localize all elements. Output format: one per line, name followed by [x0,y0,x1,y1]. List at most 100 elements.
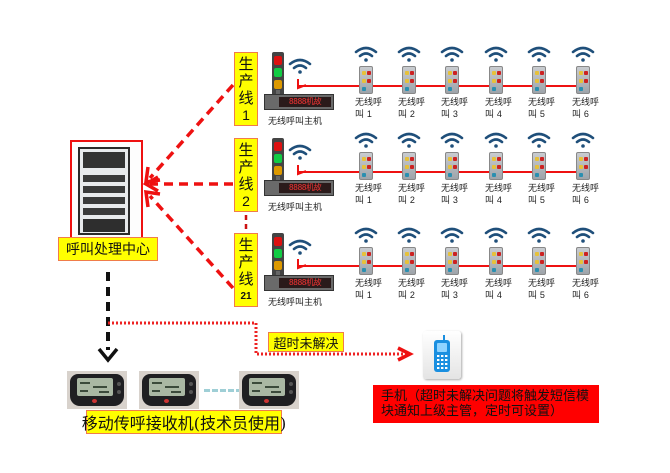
timeout-label: 超时未解决 [268,332,344,352]
line-label-char: 产 [238,72,254,90]
call-point-caption-line1: 无线呼 [485,279,513,289]
arrowhead-line1 [143,166,161,185]
call-point-caption-line1: 无线呼 [528,184,556,194]
call-point-caption-line2: 叫 [572,291,582,301]
call-point-caption-line1: 无线呼 [355,184,383,194]
call-point-number: 5 [539,290,545,300]
call-point-caption-line2: 叫 [485,196,495,206]
sms-description-line1: 手机（超时未解决问题将触发短信模 [381,389,590,404]
call-point-caption-line1: 无线呼 [528,279,556,289]
call-point-number: 1 [366,195,372,205]
wifi-icon [288,239,312,255]
call-point-number: 1 [366,290,372,300]
host-display: 8888机故 [279,97,331,107]
call-point-caption-line2: 叫 [485,110,495,120]
wireless-call-button-unit [532,66,546,94]
mobile-phone-tile [423,331,461,379]
wifi-icon [571,132,595,148]
call-point-number: 4 [496,195,502,205]
call-center-label: 呼叫处理中心 [58,237,158,261]
wireless-call-button-unit [576,247,590,275]
host-display: 8888机故 [279,278,331,288]
call-point-number: 2 [409,290,415,300]
call-point-caption: 无线呼叫 6 [572,98,608,121]
mobile-phone-icon [434,335,450,372]
call-point-caption-line2: 叫 [355,110,365,120]
line-label-char: 生 [238,55,254,73]
call-point-caption: 无线呼叫 2 [398,279,434,302]
wireless-call-button-unit [445,247,459,275]
pager-device [67,371,127,409]
wifi-icon [484,46,508,62]
line-label-char: 产 [238,253,254,271]
call-point-number: 4 [496,290,502,300]
call-point-caption-line1: 无线呼 [441,98,469,108]
wireless-call-button-unit [445,66,459,94]
call-point-number: 3 [452,290,458,300]
wireless-call-button-unit [532,152,546,180]
call-point-caption-line1: 无线呼 [572,279,600,289]
call-point-caption: 无线呼叫 1 [355,184,391,207]
wifi-icon [354,46,378,62]
call-point-caption-line1: 无线呼 [485,98,513,108]
call-point-caption-line2: 叫 [528,291,538,301]
call-point-caption-line1: 无线呼 [441,279,469,289]
server-rack-icon [78,147,130,235]
call-point-caption-line2: 叫 [355,291,365,301]
call-point-caption-line2: 叫 [355,196,365,206]
host-caption: 无线呼叫主机 [268,298,323,308]
sms-notification-box: 手机（超时未解决问题将触发短信模 块通知上级主管，定时可设置） [373,385,599,423]
line-label-char: 线 [238,175,254,193]
arrowhead-line2 [142,175,159,193]
call-point-caption-line1: 无线呼 [398,184,426,194]
wireless-call-button-unit [402,152,416,180]
call-point-number: 3 [452,195,458,205]
call-point-caption: 无线呼叫 3 [441,279,477,302]
call-point-caption-line2: 叫 [572,196,582,206]
call-point-caption: 无线呼叫 6 [572,184,608,207]
call-point-caption-line1: 无线呼 [398,98,426,108]
call-point-caption: 无线呼叫 6 [572,279,608,302]
call-point-caption-line2: 叫 [441,196,451,206]
wifi-icon [354,227,378,243]
call-point-caption: 无线呼叫 1 [355,279,391,302]
wifi-icon [288,144,312,160]
wifi-icon [397,132,421,148]
call-point-caption: 无线呼叫 4 [485,98,521,121]
line-label-char: 线 [238,89,254,107]
wireless-call-host: 8888机故 [264,52,334,110]
call-point-number: 3 [452,109,458,119]
signal-tower-light-icon [272,52,284,100]
arrowhead-line21 [143,189,161,208]
call-point-number: 6 [583,109,589,119]
wireless-call-button-unit [359,247,373,275]
wifi-icon [440,132,464,148]
line-number: 21 [240,291,252,302]
wifi-icon [527,227,551,243]
call-point-number: 1 [366,109,372,119]
signal-tower-light-icon [272,138,284,186]
call-point-caption: 无线呼叫 5 [528,184,564,207]
sms-description-line2: 块通知上级主管，定时可设置） [381,404,564,419]
wifi-icon [527,46,551,62]
line-number: 2 [242,193,250,209]
call-point-caption: 无线呼叫 4 [485,279,521,302]
wireless-call-button-unit [576,66,590,94]
wireless-call-button-unit [445,152,459,180]
call-point-caption: 无线呼叫 2 [398,184,434,207]
call-point-caption: 无线呼叫 5 [528,279,564,302]
pager-device [239,371,299,409]
wifi-icon [571,227,595,243]
call-point-caption-line2: 叫 [485,291,495,301]
host-display: 8888机故 [279,183,331,193]
call-point-caption-line2: 叫 [398,196,408,206]
wireless-call-button-unit [402,66,416,94]
call-point-number: 6 [583,195,589,205]
call-point-caption-line1: 无线呼 [485,184,513,194]
line-label-char: 产 [238,158,254,176]
arrow-line1-to-center [148,83,235,180]
line-number: 1 [242,107,250,123]
wireless-call-host: 8888机故 [264,233,334,291]
